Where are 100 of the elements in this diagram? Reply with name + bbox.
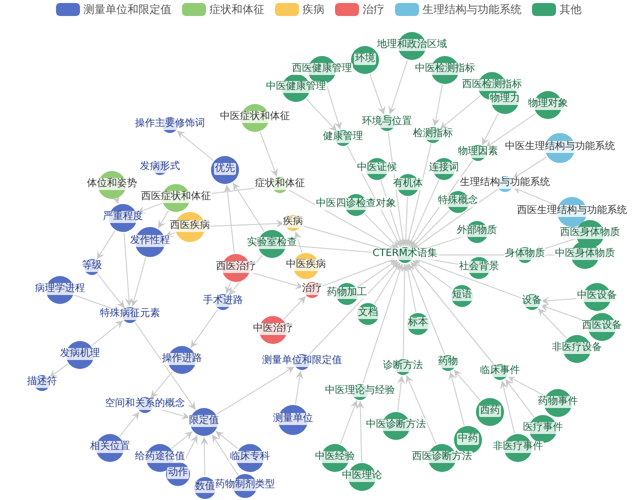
node-label: 地理和政治区域	[376, 39, 448, 52]
node-label: 发病形式	[139, 161, 181, 174]
arrow	[412, 188, 498, 250]
arrow	[306, 98, 338, 132]
arrow	[504, 378, 534, 418]
arrow	[112, 194, 120, 204]
arrow	[432, 84, 443, 127]
node-label: 环境	[354, 53, 376, 66]
node-label: 中医设备	[576, 290, 618, 302]
node-label: 测量单位	[272, 413, 314, 426]
node-label: 体位和姿势	[86, 178, 138, 190]
arrow	[374, 262, 401, 304]
arrow	[362, 263, 404, 384]
arrow	[200, 436, 208, 476]
node-label: 中医理论与经验	[324, 385, 396, 398]
node-label: 西医生理结构与功能系统	[516, 205, 628, 218]
node-label: 外部物质	[456, 225, 498, 238]
arrow	[158, 210, 169, 229]
node-label: 中医经验	[314, 451, 356, 464]
arrow	[369, 74, 386, 115]
arrow	[408, 262, 446, 356]
node-label: 西医疾病	[169, 220, 211, 232]
arrow	[388, 60, 408, 115]
arrow	[215, 430, 239, 450]
node-label: 中医证候	[356, 162, 398, 174]
node-label: CTERM术语集	[372, 248, 438, 260]
node-label: 物理力	[489, 93, 521, 106]
arrow	[507, 376, 546, 396]
node-label: 非医疗事件	[492, 441, 544, 454]
node-label: 西医身体物质	[559, 227, 621, 240]
arrow	[134, 322, 196, 410]
node-label: 空间和关系的概念	[104, 398, 186, 410]
arrow	[176, 130, 214, 161]
node-label: 相关位置	[89, 441, 131, 454]
node-label: 手术进路	[202, 295, 244, 308]
arrow	[453, 369, 481, 402]
node-label: 医疗事件	[522, 422, 564, 434]
arrow	[124, 232, 133, 306]
node-label: 西医治疗	[215, 261, 257, 274]
node-label: 物理因素	[457, 146, 499, 158]
arrow	[48, 363, 68, 378]
node-label: 动作	[167, 467, 189, 480]
node-label: 特殊病征元素	[99, 308, 161, 320]
arrow	[283, 296, 306, 320]
node-label: 严重程度	[102, 211, 144, 224]
node-label: 短语	[451, 289, 473, 302]
node-label: 社会背景	[458, 261, 500, 274]
node-label: 文档	[357, 307, 379, 320]
node-label: 中医健康管理	[265, 81, 327, 94]
node-label: 中医生理结构与功能系统	[504, 141, 616, 154]
node-label: 连接词	[428, 162, 460, 174]
arrow	[340, 400, 358, 444]
arrow	[482, 112, 499, 146]
node-label: 中医疾病	[285, 259, 327, 272]
node-label: 治疗	[301, 283, 323, 296]
node-label: 描述符	[26, 376, 58, 388]
arrow	[96, 230, 116, 260]
node-label: 操作主要修饰词	[134, 118, 206, 130]
arrow	[308, 261, 400, 356]
arrow	[364, 213, 400, 250]
node-label: 环境与位置	[361, 116, 413, 128]
arrow	[91, 320, 124, 346]
node-label: 发作性程	[129, 235, 171, 248]
node-label: 设备	[521, 295, 543, 308]
legend-label: 测量单位和限定值	[84, 2, 172, 17]
node-label: 中医检测指标	[414, 63, 476, 76]
node-label: 中药	[457, 433, 479, 446]
node-label: 西医健康管理	[291, 63, 353, 76]
arrow	[294, 231, 302, 254]
arrow	[404, 143, 432, 247]
arrow	[406, 374, 437, 445]
arrow	[171, 431, 193, 449]
node-label: 药物事件	[537, 396, 579, 408]
arrow	[164, 230, 176, 238]
arrow	[356, 260, 398, 288]
legend-label: 疾病	[302, 2, 324, 17]
arrow	[190, 308, 218, 348]
node-label: 身体物质	[504, 248, 546, 260]
node-label: 实验室检查	[246, 237, 298, 250]
node-label: 测量单位和限定值	[261, 355, 343, 368]
node-label: 药物	[437, 356, 459, 368]
node-label: 病理学进程	[34, 283, 86, 296]
arrow	[408, 179, 440, 248]
arrow	[512, 186, 558, 206]
node-label: 优先	[214, 163, 236, 176]
legend-label: 治疗	[362, 2, 384, 17]
node-label: 中医四诊检查对象	[315, 198, 397, 210]
arrow	[404, 263, 416, 313]
node-label: 西药	[479, 405, 501, 418]
legend-label: 生理结构与功能系统	[422, 2, 522, 17]
node-label: 中医治疗	[252, 323, 294, 336]
node-label: 特殊概念	[437, 195, 479, 208]
arrow	[439, 95, 481, 130]
arrow	[150, 371, 173, 398]
node-label: 诊断方法	[382, 360, 424, 372]
arrow	[216, 366, 295, 415]
arrow	[130, 256, 146, 307]
arrow	[224, 184, 235, 254]
node-label: 中医症状和体征	[219, 111, 291, 124]
arrow	[500, 380, 515, 434]
